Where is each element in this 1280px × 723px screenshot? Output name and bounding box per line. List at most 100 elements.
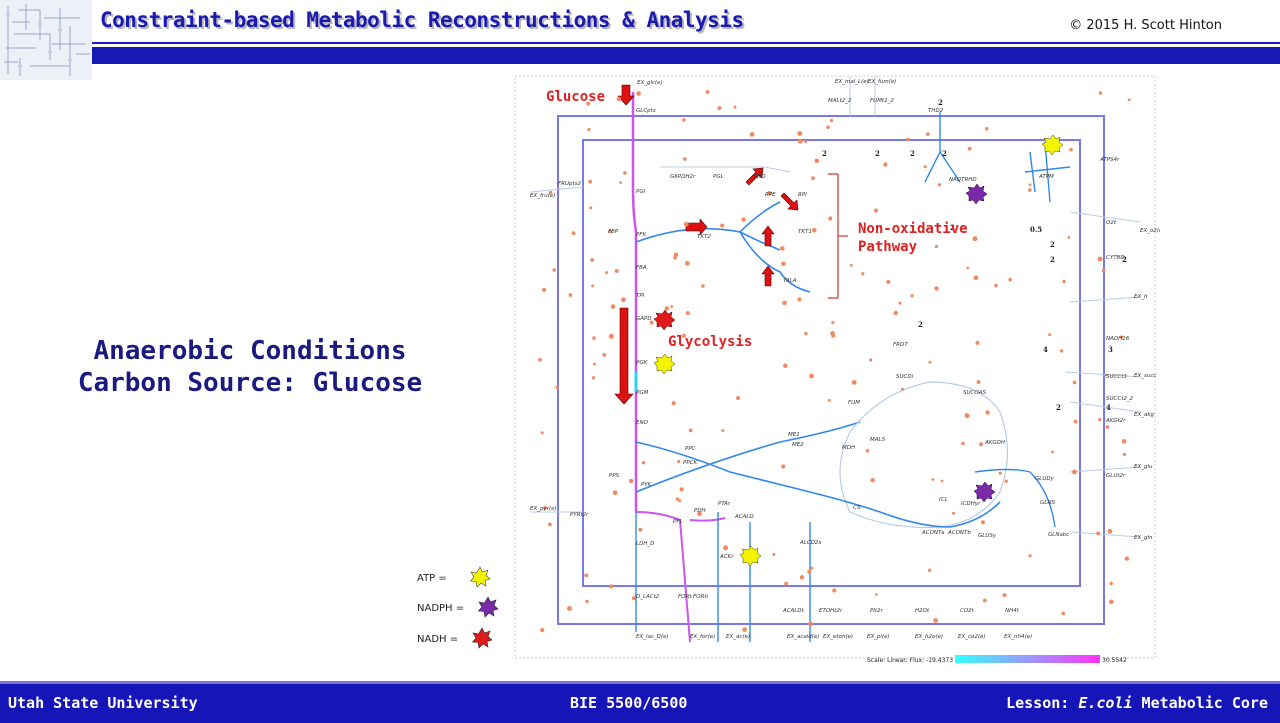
metabolite-node: [961, 441, 965, 446]
metabolite-node: [587, 128, 591, 132]
metabolite-node: [804, 331, 808, 336]
legend-nadh: NADH =: [417, 627, 493, 649]
metabolite-node: [664, 306, 670, 311]
metabolite-node: [1072, 380, 1077, 385]
metabolite-node: [610, 304, 616, 309]
metabolite-node: [678, 499, 682, 503]
metabolite-node: [608, 333, 614, 339]
header-rule: [92, 44, 1280, 64]
footer-lesson: Lesson: E.coli Metabolic Core: [1006, 694, 1268, 712]
legend-nadph-label: NADPH =: [417, 603, 465, 614]
reaction-label: EX_mal_L(e): [835, 79, 869, 85]
conditions-heading: Anaerobic Conditions Carbon Source: Gluc…: [40, 335, 460, 399]
cytoplasm-boundary: [582, 139, 1081, 587]
reaction-label: ICL: [939, 497, 948, 503]
reaction-label: TALA: [783, 278, 797, 284]
metabolite-node: [865, 449, 870, 453]
reaction-label: AKGt2r: [1105, 418, 1126, 424]
metabolite-node: [552, 268, 556, 272]
metabolite-node: [933, 618, 938, 623]
reaction-label: GLNabc: [1048, 532, 1069, 538]
reaction-label: EX_lac_D(e): [636, 634, 669, 640]
reaction-label: PGL: [713, 174, 724, 180]
metabolite-node: [893, 310, 898, 316]
reaction-label: ACALDt: [782, 608, 805, 614]
footer-lesson-prefix: Lesson:: [1006, 694, 1079, 712]
reaction-label: TKT2: [697, 234, 711, 240]
reaction-label: ME1: [788, 432, 800, 438]
reaction-label: PDH: [694, 508, 706, 514]
reaction-label: GLUt2r: [1106, 473, 1126, 479]
metabolite-node: [697, 511, 702, 516]
metabolite-node: [1004, 479, 1008, 483]
metabolite-node: [1097, 256, 1103, 262]
reaction-label: FRD7: [893, 342, 908, 348]
metabolite-node: [1109, 581, 1113, 586]
reaction-label: ETOHt2r: [819, 608, 843, 614]
metabolite-node: [1002, 593, 1007, 598]
footer-course: BIE 5500/6500: [570, 694, 688, 712]
metabolite-node: [555, 385, 559, 389]
metabolite-node: [683, 221, 689, 227]
reaction-label: GLNS: [1040, 500, 1055, 506]
reaction-label: PGM: [636, 390, 649, 396]
metabolite-node: [540, 628, 545, 633]
metabolite-node: [849, 263, 853, 267]
stoichiometry-label: 2: [1056, 403, 1061, 412]
metabolite-node: [898, 301, 902, 305]
metabolite-node: [886, 279, 891, 284]
metabolite-node: [923, 165, 927, 169]
atp-star-atpm: [1041, 134, 1064, 156]
metabolite-node: [811, 176, 815, 180]
metabolite-node: [940, 479, 944, 483]
metabolite-node: [1069, 147, 1073, 152]
metabolite-node: [540, 431, 544, 435]
reaction-label: ATPM: [1038, 174, 1054, 180]
metabolite-node: [608, 229, 613, 234]
nadph-star-nadtrhd: [965, 183, 988, 205]
reaction-label: GAPD: [636, 316, 652, 322]
metabolite-node: [590, 258, 594, 262]
metabolite-node: [827, 398, 831, 402]
metabolite-node: [980, 520, 985, 525]
metabolite-node: [614, 269, 619, 273]
metabolite-node: [831, 333, 836, 338]
metabolite-node: [549, 190, 553, 195]
metabolite-node: [797, 297, 802, 302]
metabolite-node: [972, 236, 978, 242]
metabolite-node: [1107, 528, 1113, 534]
reaction-label: PGI: [636, 189, 646, 195]
metabolite-node: [736, 396, 740, 400]
reaction-label: ALCD2x: [799, 540, 822, 546]
reaction-label: MALS: [870, 437, 886, 443]
metabolite-node: [589, 206, 593, 210]
reaction-label: EX_gln: [1134, 535, 1153, 541]
metabolite-node: [688, 428, 693, 433]
glycolysis-callout: Glycolysis: [668, 334, 753, 350]
metabolite-node: [781, 464, 786, 469]
stoichiometry-label: 2: [950, 223, 955, 232]
metabolite-node: [670, 305, 674, 308]
metabolite-node: [682, 118, 686, 122]
metabolite-node: [797, 131, 803, 136]
conditions-line-1: Anaerobic Conditions: [93, 336, 407, 366]
metabolite-node: [985, 410, 990, 415]
reaction-label: EX_co2(e): [958, 634, 986, 640]
metabolite-node: [1051, 450, 1054, 454]
metabolite-node: [1096, 531, 1100, 536]
reaction-label: LDH_D: [636, 541, 654, 547]
metabolite-node: [1098, 418, 1102, 422]
nadh-star-gapd: [653, 309, 676, 331]
metabolite-node: [875, 593, 878, 596]
conditions-line-2: Carbon Source: Glucose: [77, 368, 423, 398]
metabolite-node: [976, 380, 981, 384]
stoichiometry-label: 2: [938, 98, 943, 107]
metabolite-node: [832, 588, 837, 593]
metabolite-node: [591, 376, 596, 380]
metabolite-node: [619, 181, 622, 184]
metabolite-node: [829, 118, 834, 123]
metabolite-node: [608, 584, 614, 589]
stoichiometry-label: 2: [822, 149, 827, 158]
metabolite-node: [641, 461, 646, 465]
metabolite-node: [809, 373, 814, 379]
